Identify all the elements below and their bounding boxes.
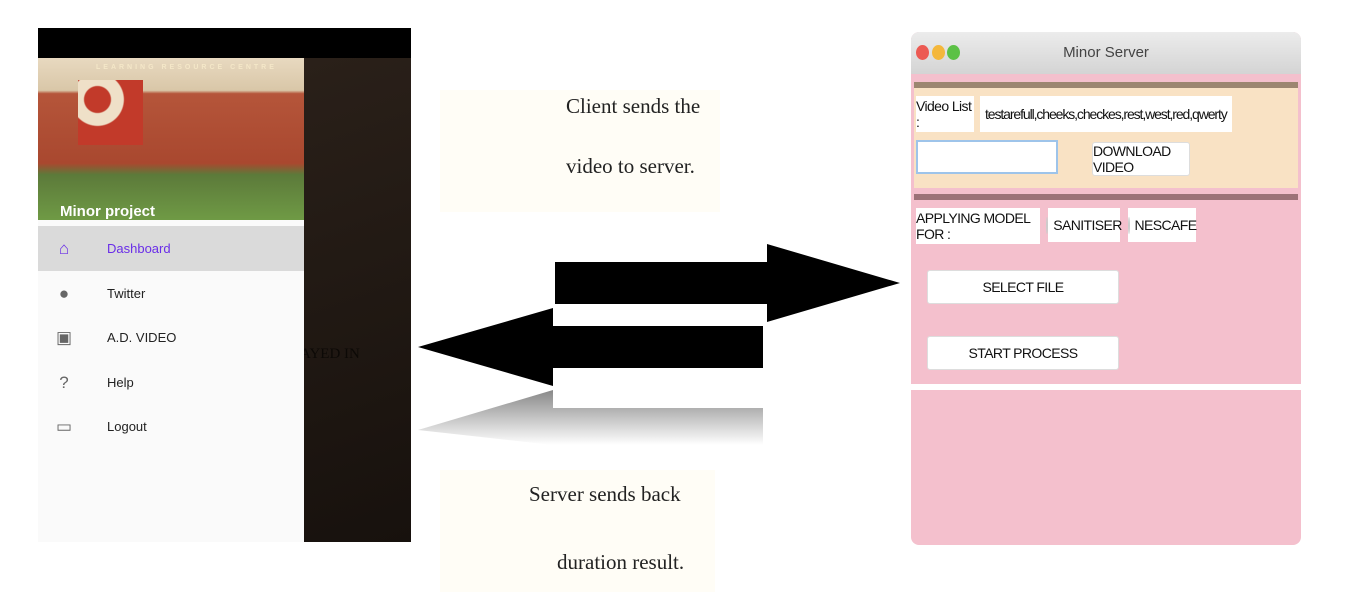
client-app-screenshot: AYED IN LEARNING RESOURCE CENTRE Minor p… <box>38 28 411 542</box>
globe-icon: ● <box>58 283 70 303</box>
nav-item-logout[interactable]: ▭ Logout <box>38 404 304 449</box>
arrow-left-to-client <box>418 308 763 386</box>
caption-line: Server sends back <box>529 482 681 506</box>
nav-label: A.D. VIDEO <box>107 330 177 345</box>
radio-label: NESCAFE <box>1134 217 1198 233</box>
nav-item-ad-video[interactable]: ▣ A.D. VIDEO <box>38 315 304 360</box>
caption-server-to-client: Server sends back duration result. <box>440 470 715 592</box>
nav-item-help[interactable]: ? Help <box>38 360 304 405</box>
arrow-reflection <box>418 390 763 445</box>
maximize-icon[interactable] <box>947 45 960 60</box>
model-label: APPLYING MODEL FOR : <box>916 208 1040 244</box>
radio-icon <box>1046 216 1049 234</box>
video-panel: Video List : testarefull,cheeks,checkes,… <box>914 82 1298 188</box>
help-icon: ? <box>59 372 69 392</box>
radio-nescafe[interactable]: NESCAFE <box>1127 208 1198 242</box>
video-list-label: Video List : <box>916 96 974 132</box>
nav-label: Twitter <box>107 286 146 301</box>
background-text: AYED IN <box>300 346 360 362</box>
minimize-icon[interactable] <box>932 45 945 60</box>
building-sign: LEARNING RESOURCE CENTRE <box>96 64 277 71</box>
mural-photo <box>78 80 143 145</box>
video-list-value: testarefull,cheeks,checkes,rest,west,red… <box>980 96 1232 132</box>
divider <box>911 384 1301 390</box>
nav-item-dashboard[interactable]: ⌂ Dashboard <box>38 226 304 271</box>
start-process-button[interactable]: START PROCESS <box>927 336 1119 370</box>
nav-label: Help <box>107 375 134 390</box>
title-bar: Minor Server <box>911 32 1301 74</box>
video-name-input[interactable] <box>916 140 1058 174</box>
select-file-button[interactable]: SELECT FILE <box>927 270 1119 304</box>
radio-sanitiser[interactable]: SANITISER <box>1046 208 1122 242</box>
download-video-button[interactable]: DOWNLOAD VIDEO <box>1092 142 1190 176</box>
drawer-header-image: LEARNING RESOURCE CENTRE Minor project <box>38 58 304 220</box>
nav-label: Dashboard <box>107 241 171 256</box>
navigation-drawer: LEARNING RESOURCE CENTRE Minor project ⌂… <box>38 58 304 542</box>
radio-icon <box>1127 216 1130 234</box>
caption-client-to-server: Client sends the video to server. <box>440 90 720 212</box>
server-window: Minor Server Video List : testarefull,ch… <box>911 32 1301 545</box>
arrow-right-to-server <box>555 244 900 322</box>
close-icon[interactable] <box>916 45 929 60</box>
nav-label: Logout <box>107 419 147 434</box>
app-background <box>304 58 411 542</box>
label-tag-icon: ▭ <box>55 416 73 436</box>
drawer-title: Minor project <box>60 203 156 220</box>
home-icon: ⌂ <box>58 238 70 258</box>
model-panel: APPLYING MODEL FOR : SANITISER NESCAFE S… <box>914 194 1298 388</box>
caption-line: Client sends the <box>566 94 701 118</box>
radio-label: SANITISER <box>1053 217 1122 233</box>
caption-line: duration result. <box>557 550 685 574</box>
music-video-icon: ▣ <box>55 327 73 347</box>
caption-line: video to server. <box>566 154 695 178</box>
nav-item-twitter[interactable]: ● Twitter <box>38 271 304 316</box>
status-bar <box>38 28 411 58</box>
window-title: Minor Server <box>1063 44 1149 61</box>
